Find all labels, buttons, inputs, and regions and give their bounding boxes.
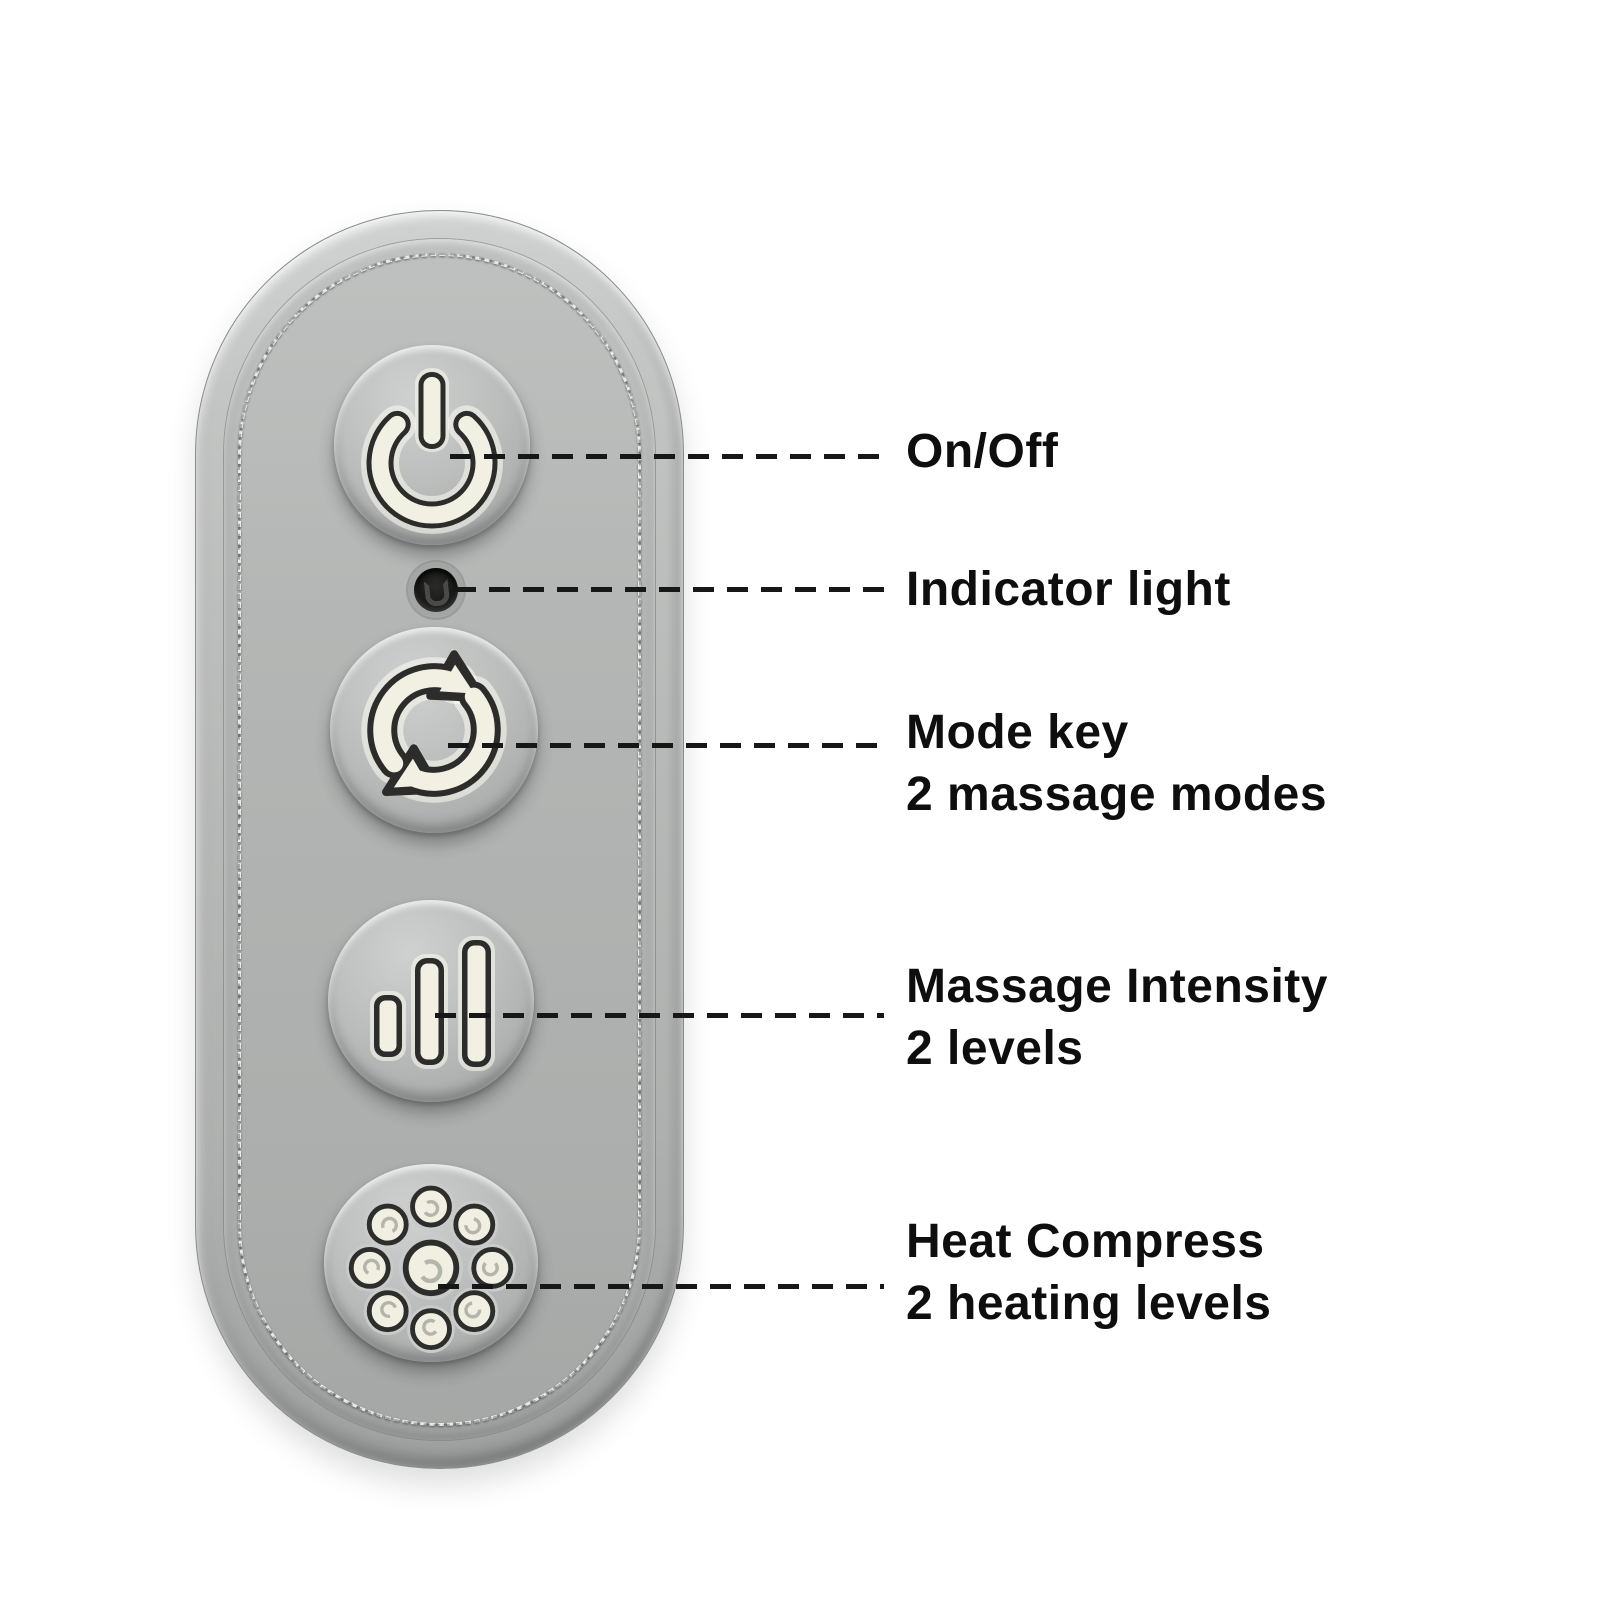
indicator-light — [414, 568, 458, 612]
label-line: Massage Intensity — [906, 960, 1328, 1013]
label-mode-key: Mode key 2 massage modes — [906, 702, 1327, 826]
label-heat-compress: Heat Compress 2 heating levels — [906, 1211, 1272, 1335]
label-line: 2 heating levels — [906, 1277, 1272, 1330]
label-line: Heat Compress — [906, 1215, 1265, 1268]
callout-line-massage-intensity — [435, 1013, 884, 1018]
label-massage-intensity: Massage Intensity 2 levels — [906, 956, 1328, 1080]
label-on-off: On/Off — [906, 421, 1058, 483]
heat-button[interactable] — [324, 1164, 538, 1362]
remote-control-body — [195, 210, 684, 1469]
label-line: 2 massage modes — [906, 768, 1328, 821]
callout-line-on-off — [450, 454, 884, 459]
label-line: On/Off — [906, 425, 1059, 478]
callout-line-indicator-light — [455, 587, 884, 592]
rotate-arrows-icon — [361, 648, 507, 803]
label-indicator-light: Indicator light — [906, 559, 1231, 621]
callout-line-heat-compress — [438, 1284, 884, 1289]
label-line: 2 levels — [906, 1022, 1084, 1075]
intensity-button[interactable] — [328, 900, 534, 1102]
label-line: Indicator light — [906, 563, 1231, 616]
mode-button[interactable] — [330, 627, 538, 833]
heat-dots-icon — [345, 1182, 517, 1353]
intensity-bars-icon — [370, 936, 495, 1071]
power-button[interactable] — [334, 345, 530, 545]
callout-line-mode-key — [448, 743, 884, 748]
label-line: Mode key — [906, 706, 1129, 759]
